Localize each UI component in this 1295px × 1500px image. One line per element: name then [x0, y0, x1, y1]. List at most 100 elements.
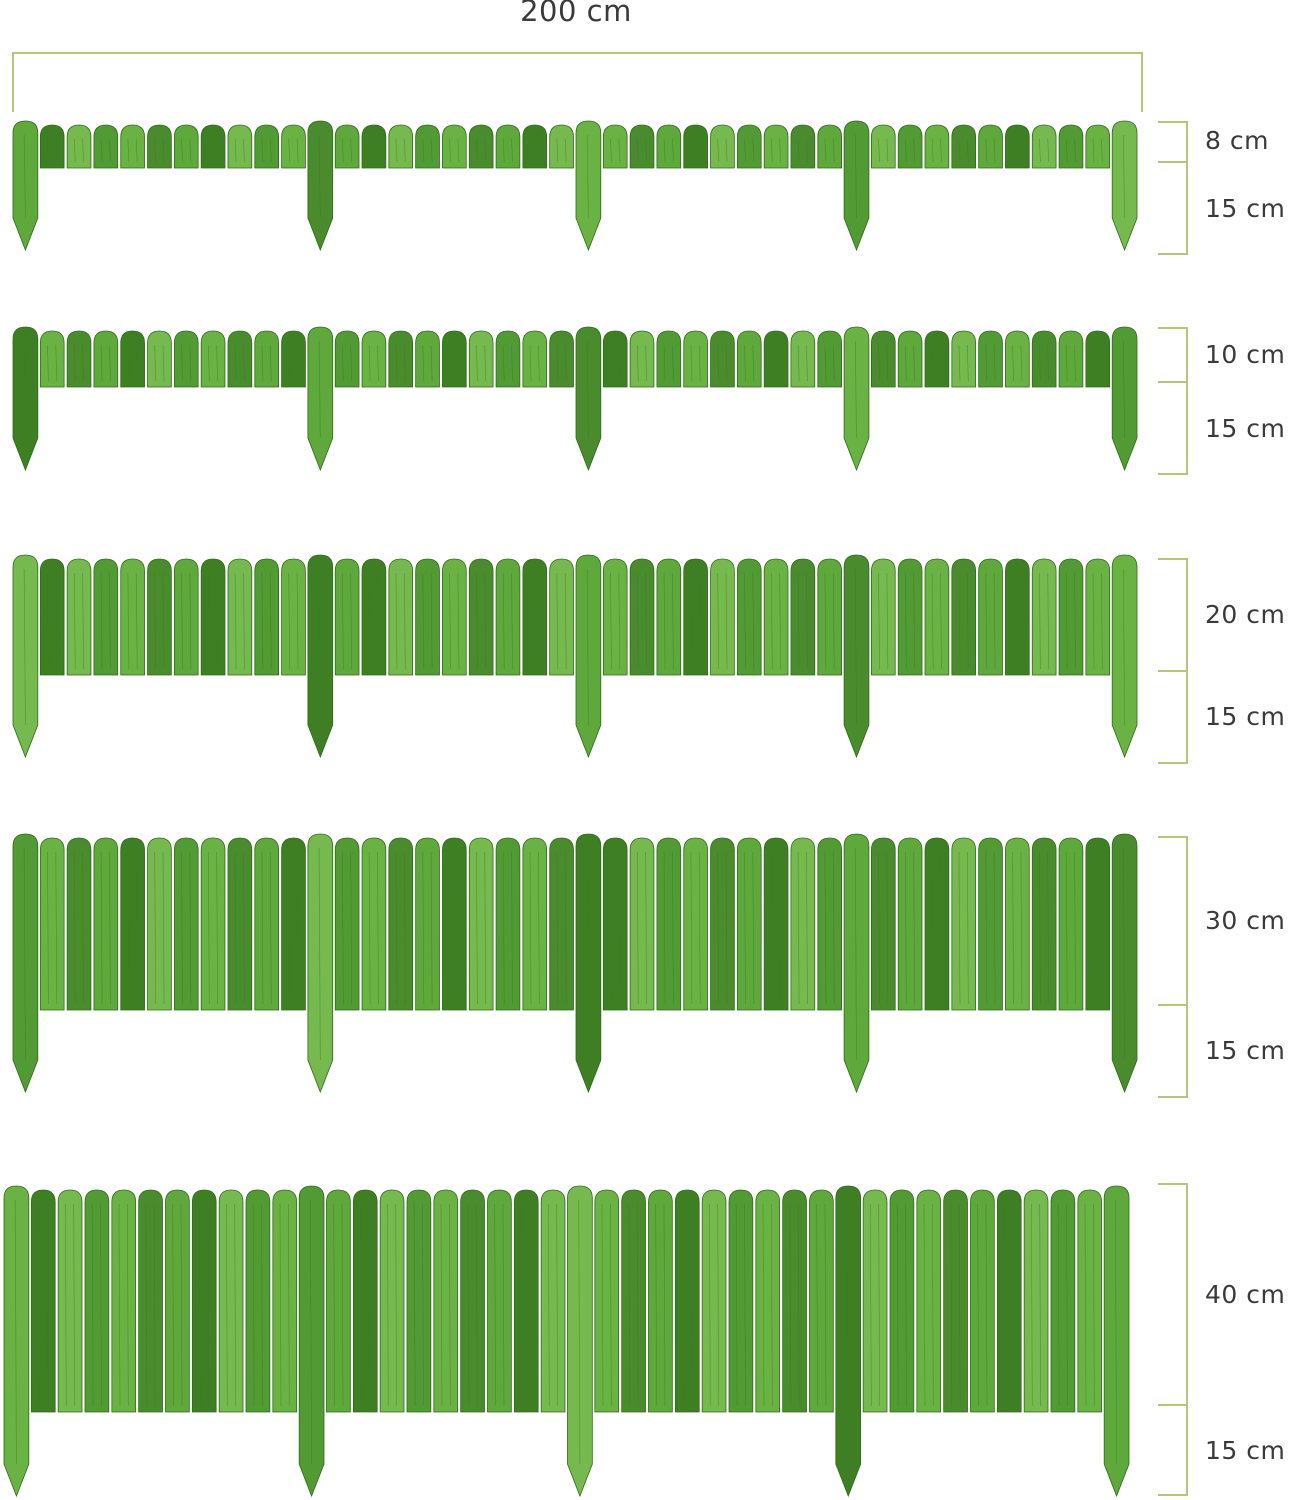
fence-slat [442, 558, 467, 676]
wood-grain [126, 1203, 129, 1407]
wood-grain [854, 340, 857, 439]
wood-grain [958, 851, 961, 1005]
wood-grain [636, 138, 639, 163]
wood-grain [476, 572, 478, 670]
fence-slat [701, 1189, 727, 1413]
wood-grain [586, 568, 589, 726]
fence-slat [254, 124, 279, 169]
wood-grain [905, 572, 907, 670]
fence-slat [334, 330, 360, 388]
fence-slat [621, 1189, 646, 1413]
wood-grain [950, 1203, 953, 1407]
wood-grain [55, 344, 58, 382]
wood-grain [318, 847, 321, 1061]
wood-grain [672, 138, 674, 163]
wood-grain [296, 851, 299, 1005]
wood-grain [395, 138, 398, 163]
fence-slat [379, 1189, 405, 1413]
fence-slat [361, 837, 387, 1011]
fence-slat [549, 837, 574, 1011]
wood-grain [1030, 1203, 1033, 1407]
wood-grain [181, 851, 183, 1005]
wood-grain [832, 344, 835, 382]
fence-slat [334, 558, 360, 676]
wood-grain [806, 344, 808, 382]
wood-grain [1039, 344, 1041, 382]
fence-slat [871, 124, 896, 169]
wood-grain [645, 851, 647, 1005]
wood-grain [645, 572, 647, 670]
fence-slat [978, 558, 1003, 676]
fence-stake [12, 326, 39, 472]
fence-slat [281, 837, 306, 1011]
wood-grain [869, 1203, 872, 1407]
fence-slat [817, 837, 842, 1011]
fence-slat [487, 1189, 512, 1413]
wood-grain [556, 138, 559, 163]
wood-grain [854, 568, 857, 726]
wood-grain [1047, 344, 1050, 382]
wood-grain [744, 1203, 746, 1407]
wood-grain [288, 572, 291, 670]
wood-grain [1123, 134, 1125, 219]
wood-grain [931, 344, 934, 382]
fence-slat [549, 124, 574, 169]
wood-grain [752, 344, 755, 382]
wood-grain [564, 572, 567, 670]
above-ground-label-1: 8 cm [1205, 126, 1269, 155]
fence-slat [755, 1189, 781, 1413]
wood-grain [73, 851, 76, 1005]
below-ground-label-5: 15 cm [1205, 1436, 1286, 1465]
height-bracket-1 [1158, 121, 1188, 255]
wood-grain [1074, 851, 1076, 1005]
wood-grain [966, 572, 969, 670]
fence-stake [843, 833, 870, 1094]
wood-grain [154, 344, 157, 382]
below-ground-label-4: 15 cm [1205, 1036, 1286, 1065]
wood-grain [448, 1203, 451, 1407]
wood-grain [529, 851, 532, 1005]
fence-slat [281, 330, 306, 388]
fence-slat [1050, 1189, 1076, 1413]
wood-grain [180, 1203, 183, 1407]
wood-grain [162, 572, 165, 670]
wood-grain [189, 344, 192, 382]
wood-grain [511, 344, 513, 382]
wood-grain [154, 851, 157, 1005]
wood-grain [725, 572, 728, 670]
fence-slat [173, 837, 199, 1011]
wood-grain [341, 1203, 344, 1407]
fence-slat [897, 558, 923, 676]
wood-grain [1065, 138, 1068, 163]
wood-grain [502, 344, 505, 382]
wood-grain [1101, 572, 1103, 670]
wood-grain [717, 1203, 720, 1407]
wood-grain [1074, 138, 1076, 163]
wood-grain [824, 1203, 827, 1407]
wood-grain [47, 138, 49, 163]
wood-grain [913, 572, 916, 670]
wood-grain [940, 138, 942, 163]
wood-grain [529, 344, 532, 382]
fence-slat [120, 330, 145, 388]
wood-grain [287, 1203, 290, 1407]
wood-grain [564, 344, 567, 382]
wood-grain [770, 344, 773, 382]
fence-slat [495, 124, 521, 169]
wood-grain [985, 138, 988, 163]
wood-grain [403, 138, 406, 163]
wood-grain [1012, 572, 1014, 670]
fence-slat [674, 1189, 700, 1413]
wood-grain [467, 1203, 470, 1407]
wood-grain [181, 138, 183, 163]
fence-slat [683, 558, 708, 676]
wood-grain [73, 138, 76, 163]
wood-grain [1004, 1203, 1006, 1407]
wood-grain [484, 344, 487, 382]
wood-grain [377, 572, 379, 670]
wood-grain [449, 344, 451, 382]
wood-grain [618, 344, 621, 382]
fence-slat [66, 330, 92, 388]
